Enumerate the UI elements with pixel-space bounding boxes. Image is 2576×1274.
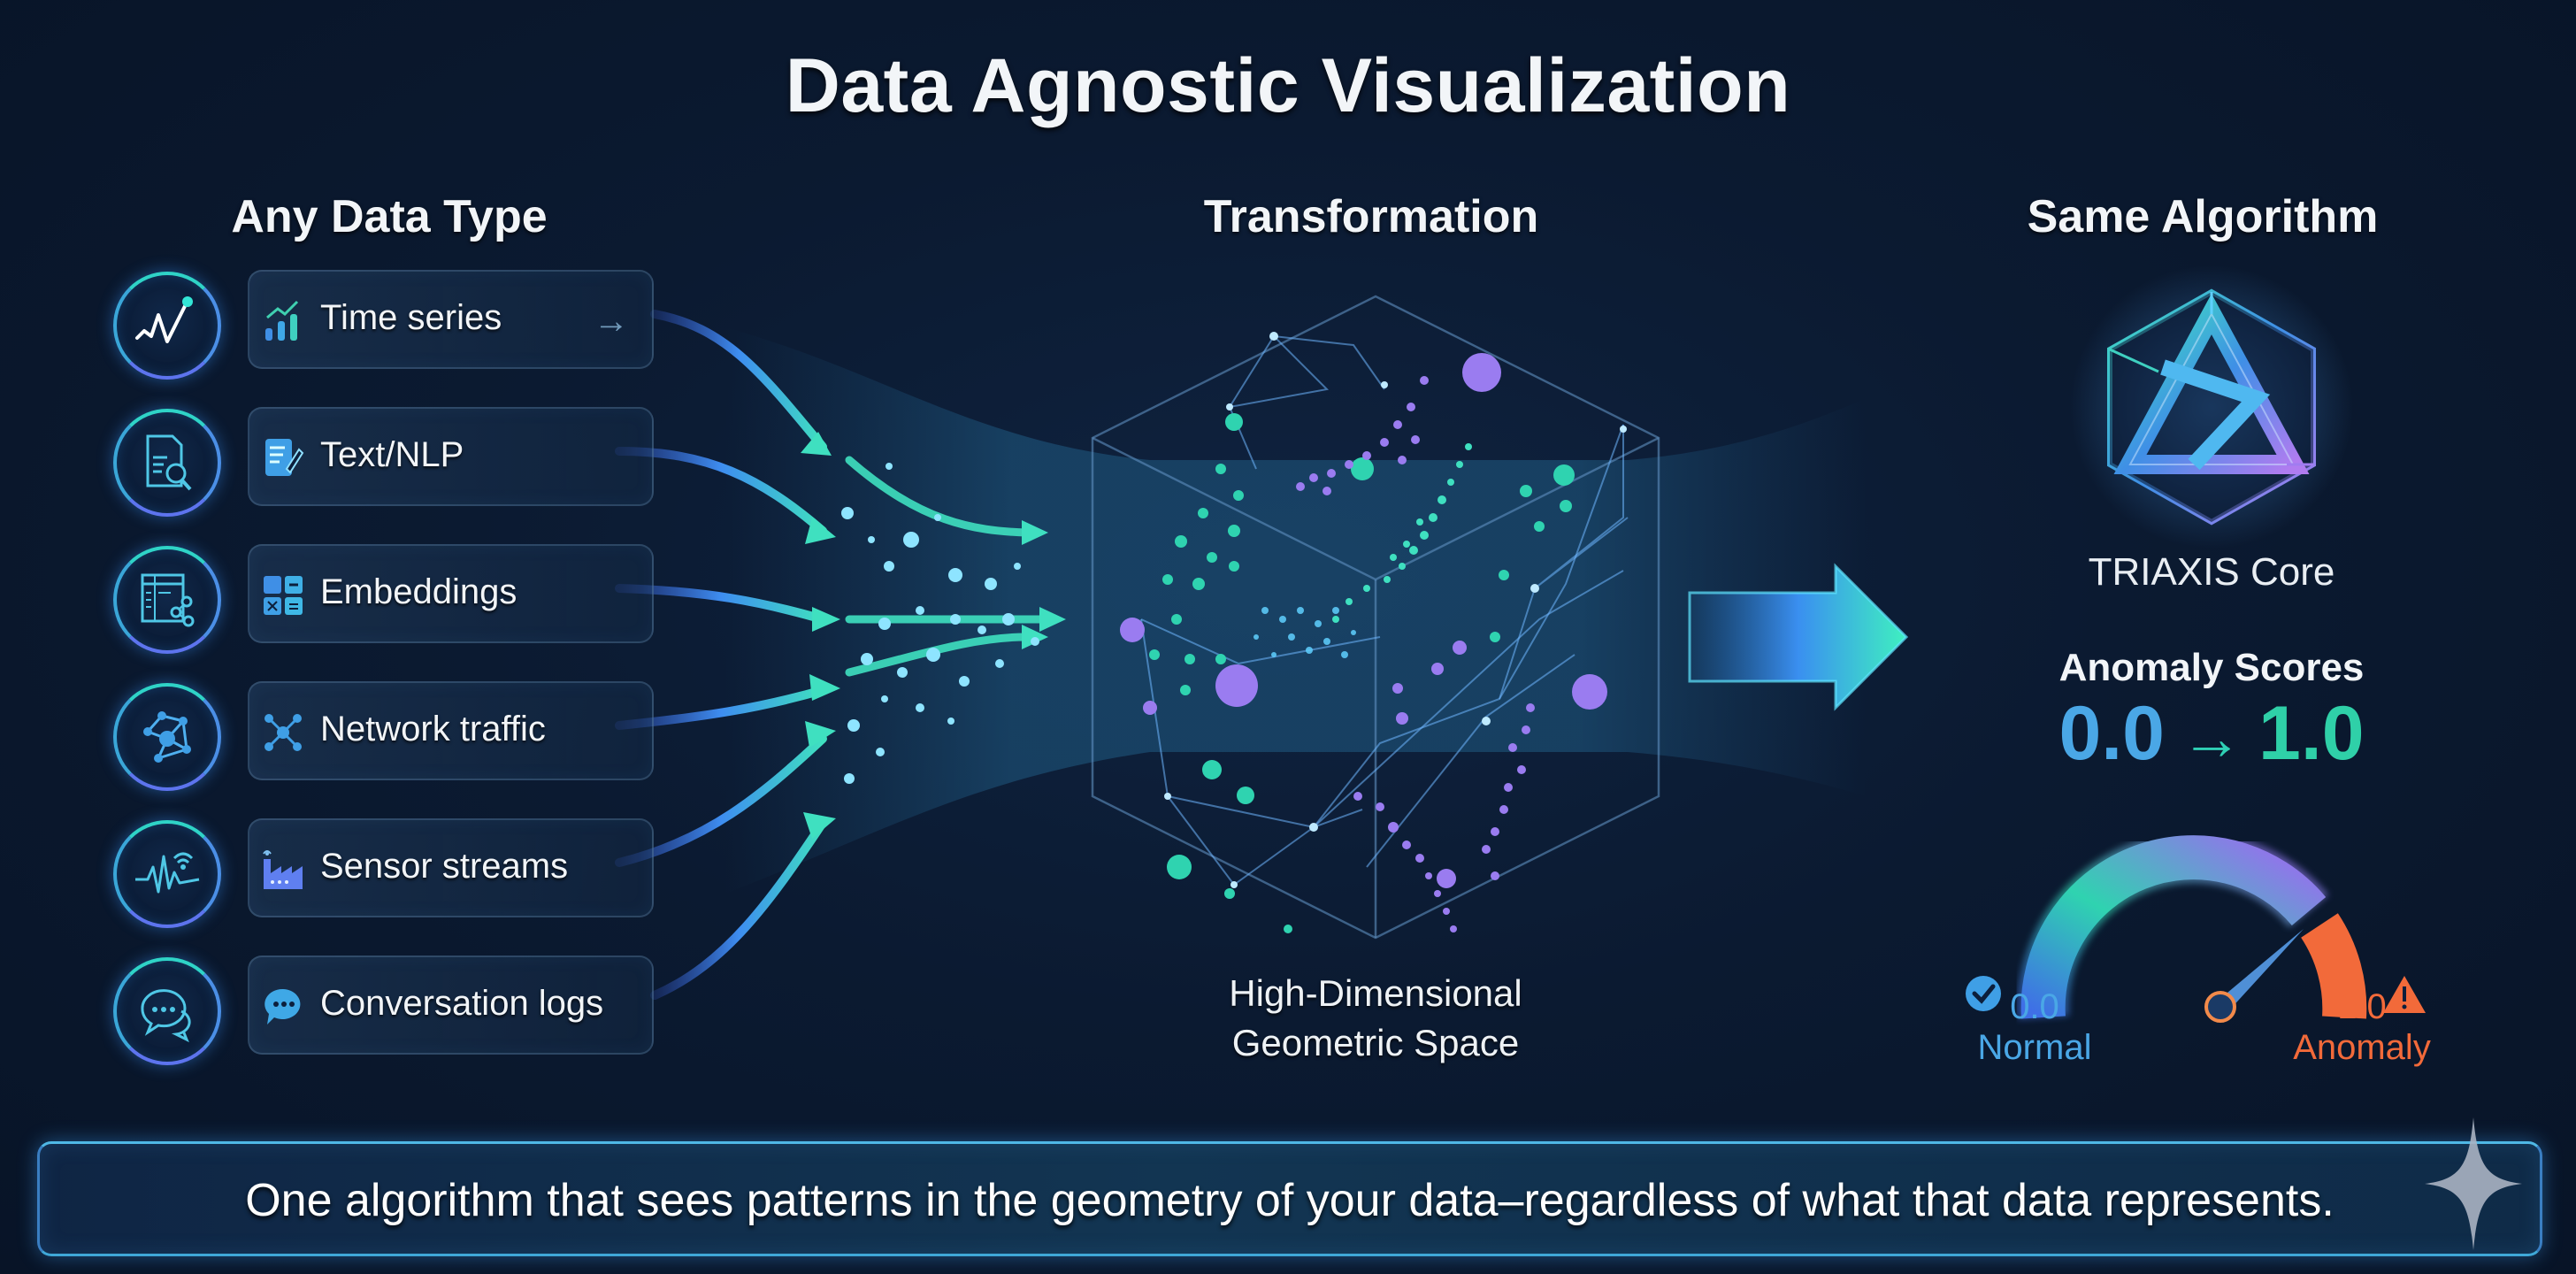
data-type-label: Sensor streams [320,847,569,886]
data-type-row-time-series[interactable]: Time series → [0,270,672,380]
heartbeat-wifi-icon [113,820,221,928]
caption-line-1: High-Dimensional [1229,972,1522,1014]
data-type-card[interactable]: Time series → [248,270,654,369]
data-type-row-conversation-logs[interactable]: Conversation logs [0,956,672,1065]
triaxis-core-label: TRIAXIS Core [2088,550,2335,594]
data-type-card[interactable]: Embeddings [248,544,654,643]
heading-transformation: Transformation [1203,191,1539,242]
data-type-label: Conversation logs [320,984,604,1023]
warning-triangle-icon [2383,976,2426,1013]
range-low: 0.0 [2058,691,2165,776]
gauge-max-value: 1.0 [2337,987,2387,1026]
footer-tagline: One algorithm that sees patterns in the … [245,1175,2334,1226]
range-arrow-icon: → [2181,703,2242,772]
data-type-row-embeddings[interactable]: Embeddings [0,544,672,654]
gauge-min: 0.0 Normal [1973,986,2097,1068]
anomaly-score-range: 0.0→1.0 [1990,690,2433,778]
data-type-card[interactable]: Sensor streams [248,818,654,917]
data-type-row-network-traffic[interactable]: Network traffic [0,681,672,791]
sparkle-icon [2425,1117,2522,1250]
triaxis-hexagon-logo [2070,265,2353,549]
footer-banner: One algorithm that sees patterns in the … [37,1117,2542,1256]
gauge-min-value: 0.0 [2010,987,2059,1026]
data-type-label: Time series [320,298,502,337]
data-type-card[interactable]: Conversation logs [248,956,654,1055]
gauge-min-label: Normal [1977,1028,2092,1067]
table-share-icon [113,546,221,654]
chat-bubbles-icon [113,957,221,1065]
anomaly-gauge [1966,832,2426,1023]
data-type-label: Text/NLP [320,435,464,474]
document-search-icon [113,409,221,517]
page-title: Data Agnostic Visualization [785,43,1791,128]
heading-same-algorithm: Same Algorithm [2027,191,2379,242]
data-type-label: Embeddings [320,572,518,611]
calculator-grid-icon [264,576,303,615]
check-circle-icon [1966,976,2001,1011]
chat-bubble-icon [264,988,301,1025]
data-type-row-sensor-streams[interactable]: Sensor streams [0,818,672,928]
range-high: 1.0 [2258,691,2365,776]
waveform-icon [113,272,221,380]
arrow-right-icon: → [594,302,629,341]
network-graph-icon [113,683,221,791]
edit-document-icon [265,439,304,476]
geometric-space-caption: High-Dimensional Geometric Space [1110,969,1641,1068]
gauge-max-label: Anomaly [2293,1028,2431,1067]
data-type-label: Network traffic [320,710,546,748]
data-type-card[interactable]: Text/NLP [248,407,654,506]
anomaly-scores-heading: Anomaly Scores [2058,646,2365,689]
factory-sensor-icon [263,850,303,889]
bar-chart-trend-icon [265,300,299,341]
gauge-max: 1.0 Anomaly [2273,986,2450,1068]
data-type-card[interactable]: Network traffic [248,681,654,780]
network-nodes-icon [264,714,302,751]
data-type-row-text-nlp[interactable]: Text/NLP [0,407,672,517]
heading-any-data-type: Any Data Type [231,191,548,242]
caption-line-2: Geometric Space [1231,1022,1520,1063]
